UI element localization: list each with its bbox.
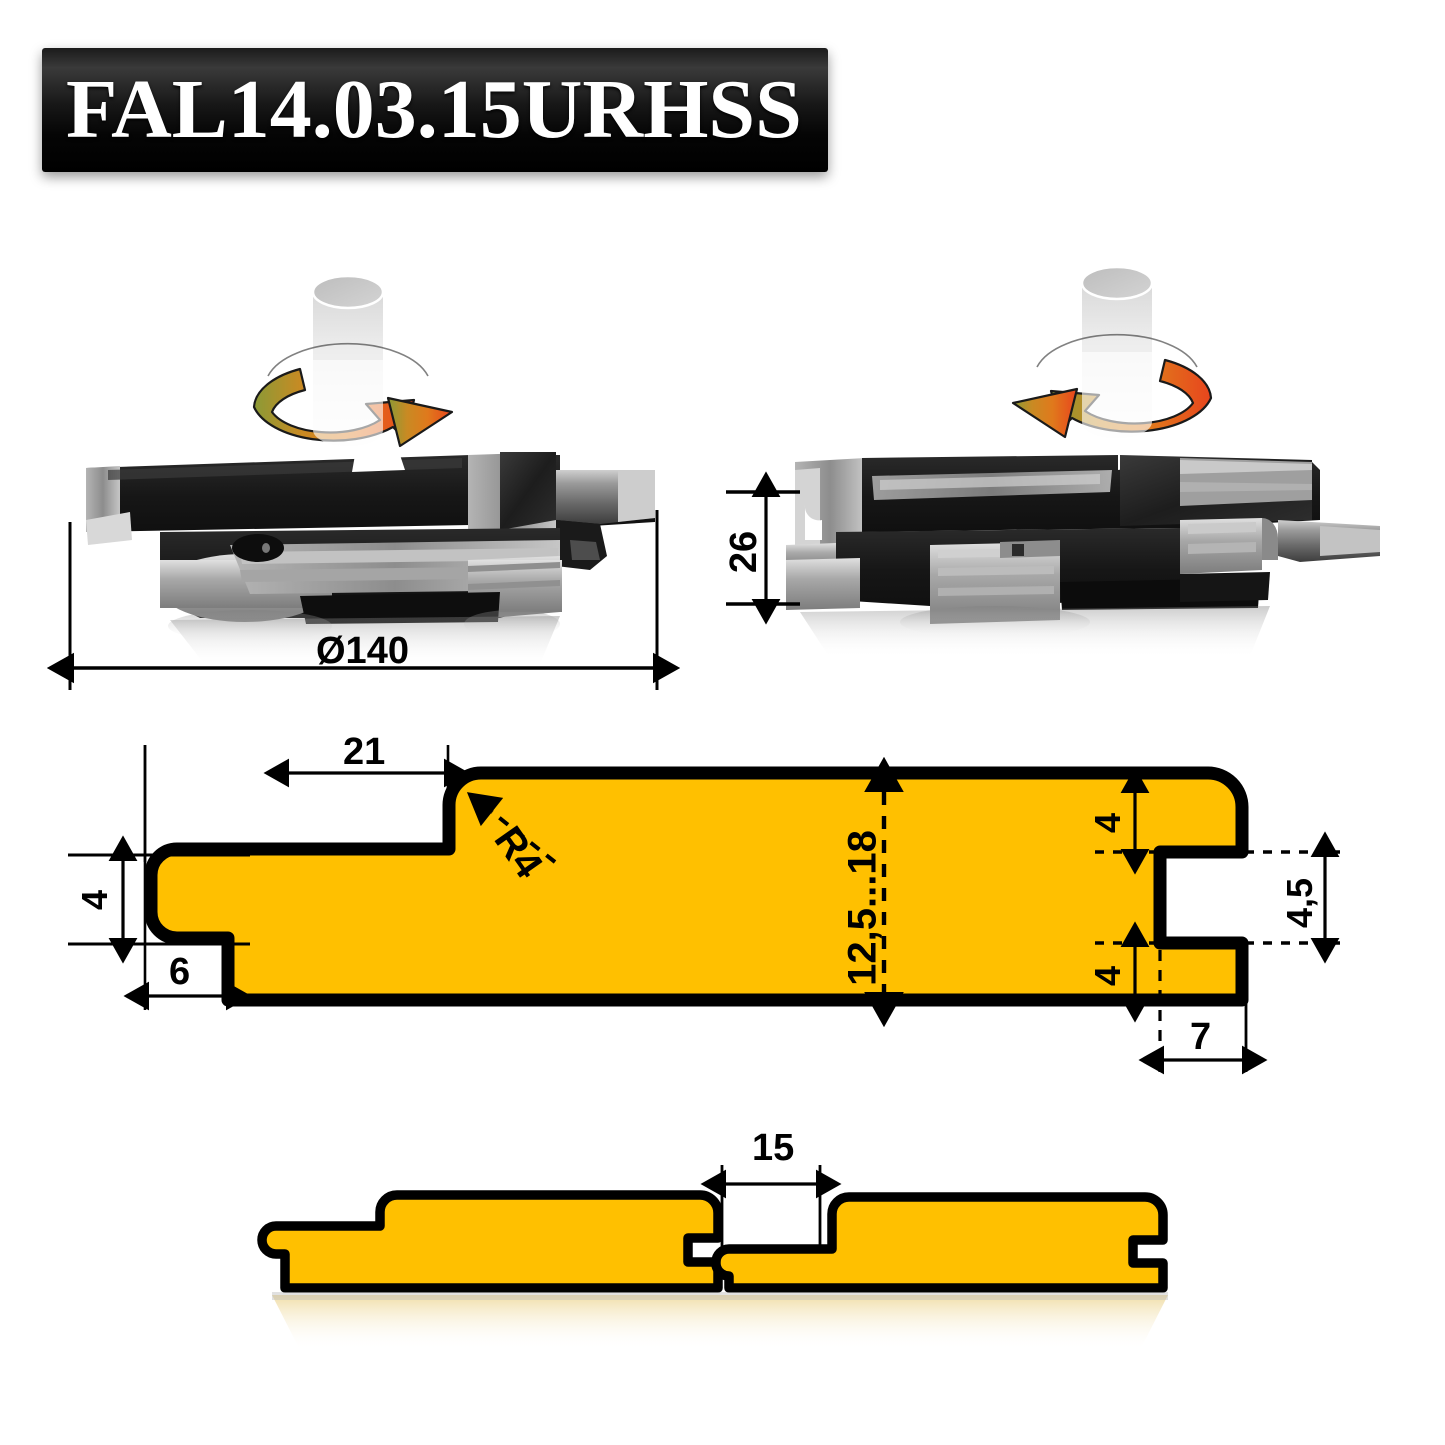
dimension-label-height: 26 [723, 530, 765, 574]
dimension-height-26 [726, 471, 800, 625]
profile-dimension-lines [68, 745, 1340, 1075]
page-title: FAL14.03.15URHSS [66, 63, 802, 156]
assembly-reflection [272, 1295, 1168, 1350]
cutter-photo-left [86, 452, 655, 624]
dimension-joint-15 [700, 1165, 842, 1250]
dimension-label-left-lip-height: 4 [74, 889, 115, 911]
two-board-joint-assembly [257, 1190, 1168, 1293]
rotation-arrow-clockwise-icon [252, 274, 454, 448]
dimension-label-tongue-top: 4 [1087, 812, 1128, 834]
dimension-label-groove-height: 4,5 [1279, 877, 1320, 929]
rotation-arrow-counterclockwise-icon [1011, 265, 1213, 439]
dimension-label-joint-gap: 15 [752, 1127, 795, 1169]
dimension-label-top-width: 21 [343, 731, 386, 773]
product-code-banner: FAL14.03.15URHSS [42, 48, 828, 172]
dimension-label-tongue-bottom: 4 [1087, 965, 1128, 987]
dimension-label-tongue-length: 7 [1190, 1016, 1212, 1058]
dimension-label-left-lip-depth: 6 [169, 951, 191, 993]
board-profile-cross-section [144, 766, 1249, 1007]
cutter-photo-right [786, 455, 1380, 624]
dimension-label-thickness-range: 12,5...18 [840, 830, 885, 986]
dimension-label-diameter: Ø140 [316, 630, 409, 672]
dimension-diameter-140 [46, 510, 681, 690]
